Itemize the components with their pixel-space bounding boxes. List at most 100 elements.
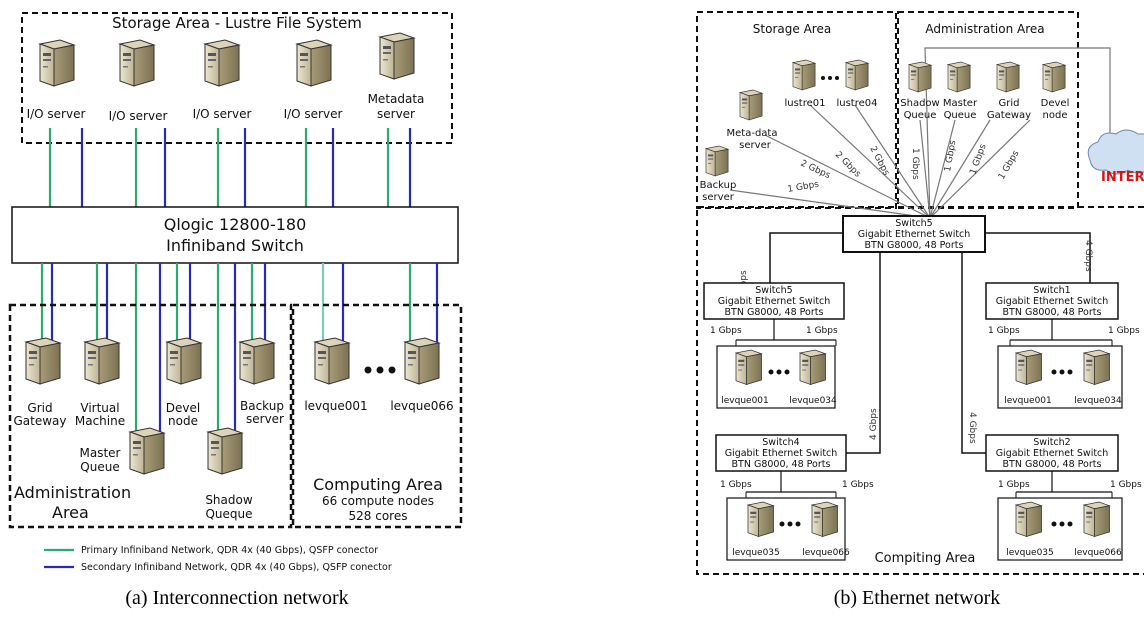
legend-primary-label: Primary Infiniband Network, QDR 4x (40 G… — [81, 545, 378, 556]
panel-b: Storage Area Administration Area 1 Gbps … — [696, 11, 1144, 609]
link-label: 1 Gbps — [997, 149, 1022, 182]
master-queue-icon — [129, 427, 165, 475]
switch-top-left — [703, 282, 845, 320]
grid-gateway-icon-b — [996, 61, 1020, 93]
switch-model: BTN G8000, 48 Ports — [725, 307, 824, 318]
switch-type: Gigabit Ethernet Switch — [996, 448, 1109, 459]
storage-area-box — [21, 12, 453, 144]
link-label: 1 Gbps — [910, 148, 920, 180]
first-compute-node-label: levque001 — [304, 399, 367, 413]
backup-server-label-b: Backup — [700, 180, 737, 191]
devel-node-label-b: Devel — [1041, 98, 1070, 109]
link-label: 1 Gbps — [988, 326, 1020, 336]
storage-area-box-b — [696, 11, 897, 209]
storage-area-title: Storage Area - Lustre File System — [112, 14, 362, 32]
main-switch-box — [842, 215, 986, 253]
link-label: 1 Gbps — [1110, 480, 1142, 490]
trunk-links — [769, 232, 1091, 454]
backup-server-icon-b — [705, 145, 729, 177]
host-first-label: levque001 — [1004, 396, 1052, 406]
switch-type: Gigabit Ethernet Switch — [718, 296, 831, 307]
virtual-machine-label: Machine — [75, 414, 125, 428]
link-label: 1 Gbps — [710, 326, 742, 336]
shadow-queue-label-b: Queue — [904, 110, 937, 121]
metadata-server-icon-b — [739, 89, 763, 121]
grid-gateway-label: Gateway — [13, 414, 66, 428]
host-first-label: levque001 — [721, 396, 769, 406]
computing-area-title-b: Compiting Area — [875, 551, 976, 566]
admin-area-title-b: Administration Area — [925, 22, 1044, 36]
shadow-queue-label: Queque — [205, 507, 252, 521]
admin-area-title: Administration — [14, 483, 131, 502]
link-label: 1 Gbps — [1108, 326, 1140, 336]
master-queue-label-b: Queue — [944, 110, 977, 121]
io-server-icon — [119, 39, 155, 87]
devel-node-label: node — [168, 414, 198, 428]
trunk-label: 4 Gbps — [869, 408, 879, 440]
switch-type: Infiniband Switch — [166, 236, 304, 255]
switch-type: Gigabit Ethernet Switch — [996, 296, 1109, 307]
computing-area-box — [291, 303, 463, 529]
io-server-icon — [204, 39, 240, 87]
host-group-bottom-right: 1 Gbps 1 Gbps levque035 levque066 — [997, 471, 1142, 561]
storage-links-b — [729, 47, 1111, 219]
compute-node-icon — [314, 337, 350, 385]
admin-area-box — [8, 303, 293, 529]
metadata-server-label-b: server — [739, 140, 772, 151]
metadata-server-label-b: Meta-data — [727, 128, 778, 139]
host-last-label: levque066 — [1074, 548, 1122, 558]
link-label: 2 Gbps — [799, 159, 832, 182]
last-compute-node-label: levque066 — [390, 399, 453, 413]
main-switch-model: BTN G8000, 48 Ports — [865, 240, 964, 251]
backup-server-icon — [239, 337, 275, 385]
backup-server-label: server — [246, 412, 284, 426]
link-label: 2 Gbps — [867, 145, 891, 178]
caption-a: (a) Interconnection network — [125, 587, 348, 609]
grid-gateway-icon — [25, 337, 61, 385]
virtual-machine-icon — [84, 337, 120, 385]
io-server-label: I/O server — [284, 107, 343, 121]
trunk-speed-labels: 4 Gbps 4 Gbps 4 Gbps 4 Gbps — [739, 240, 1093, 444]
ellipsis-dots — [821, 76, 839, 80]
lustre04-label: lustre04 — [836, 98, 877, 109]
link-label: 1 Gbps — [968, 143, 988, 176]
metadata-server-icon — [379, 32, 415, 80]
host-group-top-left: 1 Gbps 1 Gbps levque001 levque034 — [710, 319, 838, 409]
lustre01-label: lustre01 — [784, 98, 825, 109]
host-last-label: levque066 — [802, 548, 850, 558]
switch-name: Switch5 — [755, 285, 792, 296]
link-label: 1 Gbps — [842, 480, 874, 490]
master-queue-label: Master — [80, 446, 121, 460]
io-server-label: I/O server — [27, 107, 86, 121]
internet-label: INTERNET — [1101, 170, 1144, 185]
grid-gateway-label-b: Grid — [999, 98, 1020, 109]
internet-cloud-icon — [1087, 129, 1144, 175]
backup-server-label: Backup — [240, 399, 284, 413]
io-server-icon — [39, 39, 75, 87]
switch-model: BTN G8000, 48 Ports — [1003, 459, 1102, 470]
host-first-label: levque035 — [1006, 548, 1054, 558]
link-label: 1 Gbps — [720, 480, 752, 490]
switch-model: BTN G8000, 48 Ports — [1003, 307, 1102, 318]
trunk-label: 4 Gbps — [1083, 240, 1093, 272]
io-server-label: I/O server — [193, 107, 252, 121]
storage-links — [48, 128, 412, 207]
devel-node-icon-b — [1042, 61, 1066, 93]
backup-server-label-b: server — [702, 192, 735, 203]
switch-name: Qlogic 12800-180 — [164, 215, 307, 234]
panel-a: Storage Area - Lustre File System I/O se… — [8, 12, 463, 609]
master-queue-icon-b — [947, 61, 971, 93]
computing-area-box-b — [696, 206, 1144, 575]
link-label: 1 Gbps — [787, 180, 820, 195]
host-last-label: levque034 — [1074, 396, 1122, 406]
shadow-queue-label-b: Shadow — [900, 98, 939, 109]
master-queue-label: Queue — [80, 460, 119, 474]
master-queue-label-b: Master — [943, 98, 978, 109]
link-label: 2 Gbps — [833, 150, 863, 180]
switch-name: Switch1 — [1033, 285, 1070, 296]
shadow-queue-icon-b — [908, 61, 932, 93]
switch-name: Switch2 — [1033, 437, 1070, 448]
admin-area-title: Area — [52, 503, 89, 522]
shadow-queue-label: Shadow — [205, 493, 253, 507]
